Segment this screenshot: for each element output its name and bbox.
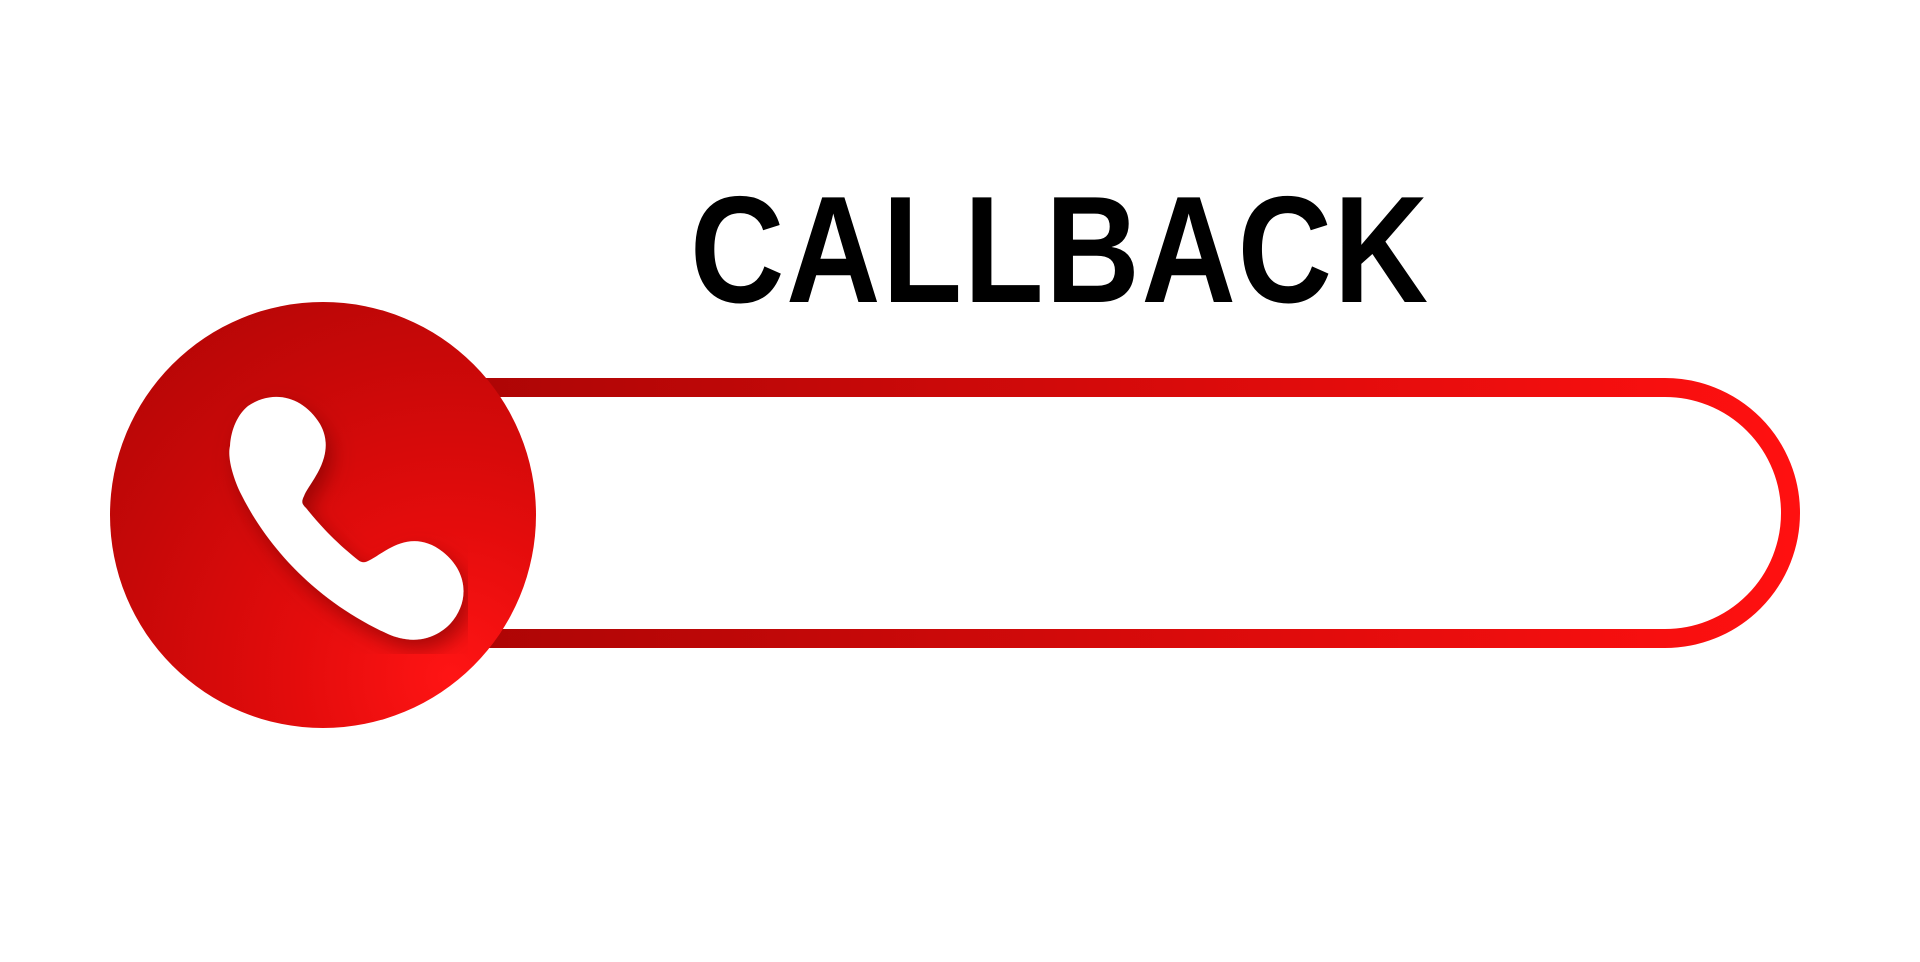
call-button[interactable] — [110, 302, 536, 728]
phone-number-input[interactable] — [540, 397, 1640, 629]
page-title: CALLBACK — [690, 165, 1430, 335]
phone-icon — [229, 396, 464, 640]
